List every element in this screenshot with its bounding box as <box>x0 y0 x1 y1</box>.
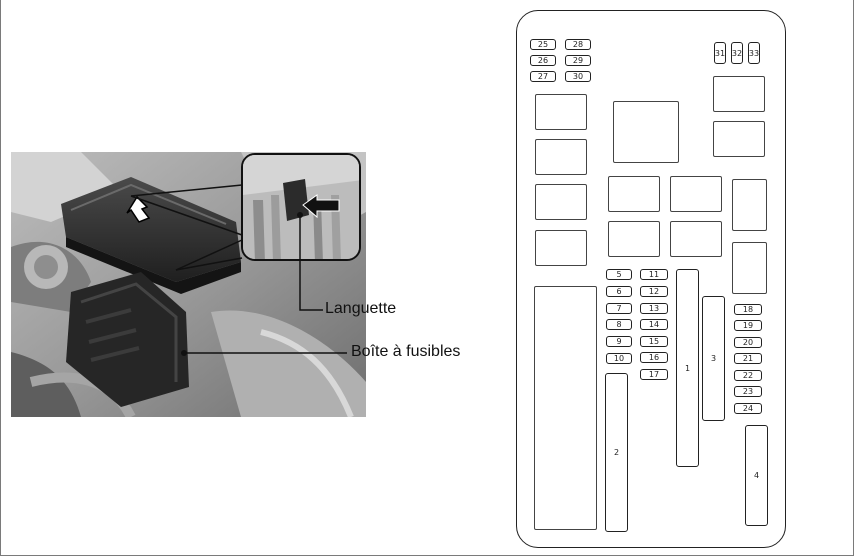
fuse-box-diagram: 25 28 26 29 27 30 31 32 33 5 6 7 8 9 10 … <box>516 10 786 548</box>
fuse-27: 27 <box>530 71 556 82</box>
fuse-10: 10 <box>606 353 632 364</box>
zoom-inset <box>241 153 361 261</box>
fuse-2: 2 <box>605 373 628 532</box>
fuse-25: 25 <box>530 39 556 50</box>
fuse-16: 16 <box>640 352 668 363</box>
fuse-13: 13 <box>640 303 668 314</box>
relay-block <box>732 179 767 231</box>
relay-block <box>613 101 679 163</box>
fuse-18: 18 <box>734 304 762 315</box>
fuse-17: 17 <box>640 369 668 380</box>
fuse-14: 14 <box>640 319 668 330</box>
fuse-1: 1 <box>676 269 699 467</box>
relay-block <box>732 242 767 294</box>
relay-block <box>670 221 722 257</box>
fuse-30: 30 <box>565 71 591 82</box>
fuse-22: 22 <box>734 370 762 381</box>
fuse-box-label: Boîte à fusibles <box>351 343 460 361</box>
fuse-20: 20 <box>734 337 762 348</box>
relay-block <box>535 139 587 175</box>
fuse-12: 12 <box>640 286 668 297</box>
fuse-5: 5 <box>606 269 632 280</box>
relay-block <box>713 76 765 112</box>
relay-block <box>535 184 587 220</box>
fuse-8: 8 <box>606 319 632 330</box>
fuse-29: 29 <box>565 55 591 66</box>
relay-block <box>608 221 660 257</box>
tab-label: Languette <box>325 300 396 318</box>
fuse-32: 32 <box>731 42 743 64</box>
fuse-33: 33 <box>748 42 760 64</box>
fuse-9: 9 <box>606 336 632 347</box>
relay-block <box>534 286 597 530</box>
fuse-19: 19 <box>734 320 762 331</box>
relay-block <box>713 121 765 157</box>
fuse-23: 23 <box>734 386 762 397</box>
relay-block <box>535 230 587 266</box>
fuse-21: 21 <box>734 353 762 364</box>
fuse-31: 31 <box>714 42 726 64</box>
fuse-24: 24 <box>734 403 762 414</box>
fuse-4: 4 <box>745 425 768 526</box>
fuse-6: 6 <box>606 286 632 297</box>
relay-block <box>670 176 722 212</box>
relay-block <box>608 176 660 212</box>
fuse-26: 26 <box>530 55 556 66</box>
fuse-7: 7 <box>606 303 632 314</box>
fuse-11: 11 <box>640 269 668 280</box>
fuse-15: 15 <box>640 336 668 347</box>
fuse-3: 3 <box>702 296 725 421</box>
relay-block <box>535 94 587 130</box>
fuse-28: 28 <box>565 39 591 50</box>
